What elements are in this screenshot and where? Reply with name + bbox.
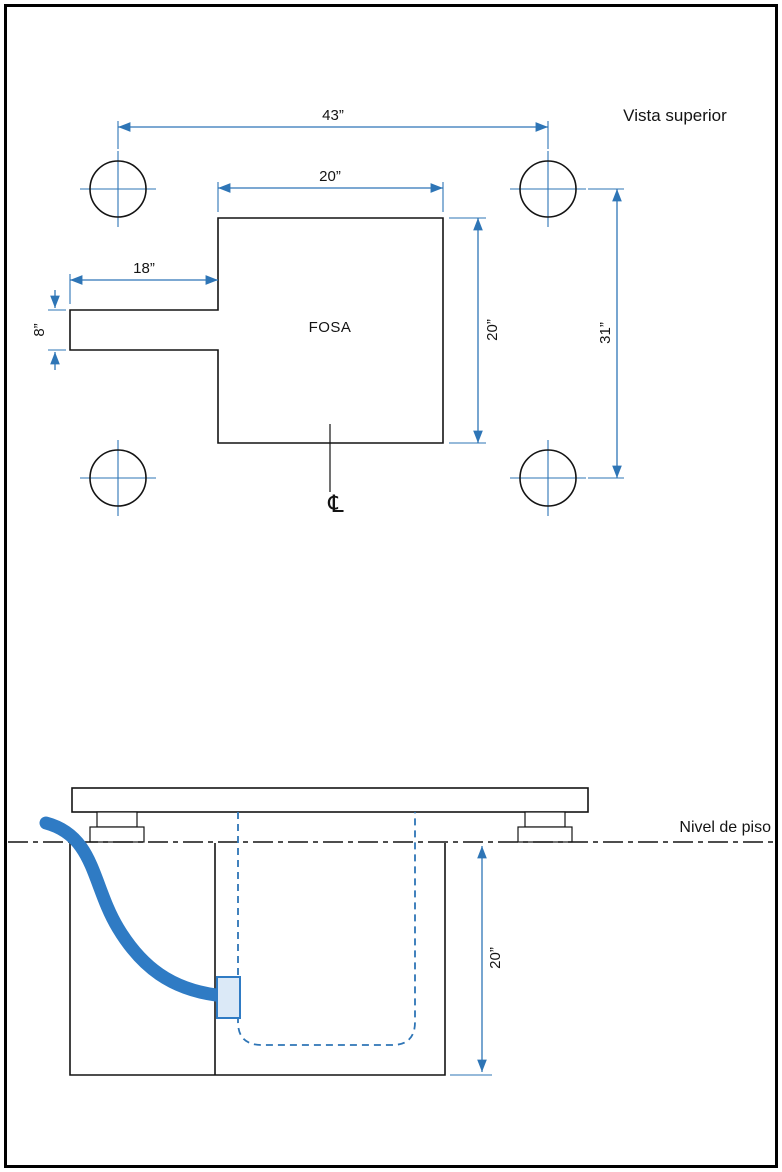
dim-fosa-width: 20” bbox=[217, 168, 444, 212]
pit-outline bbox=[69, 843, 446, 1076]
support-foot-right bbox=[517, 811, 573, 843]
fosa-label: FOSA bbox=[309, 319, 352, 336]
cover-plate bbox=[71, 787, 589, 813]
dim-anchors-width: 43” bbox=[117, 107, 549, 149]
anchor-circle-bottom-right bbox=[510, 440, 586, 516]
anchor-circle-top-left bbox=[80, 151, 156, 227]
dim-channel-length: 18” bbox=[69, 260, 218, 304]
dim-anchors-height-label: 31” bbox=[597, 322, 614, 344]
hose-fitting bbox=[216, 976, 241, 1019]
support-foot-left bbox=[89, 811, 145, 843]
top-view-title: Vista superior bbox=[623, 106, 727, 125]
fosa-outline bbox=[69, 217, 444, 444]
top-view: FOSA ℄ 43” 20” 18” bbox=[31, 106, 727, 518]
floor-level-label: Nivel de piso bbox=[679, 819, 771, 836]
drain-hose bbox=[39, 816, 223, 1002]
dim-fosa-width-label: 20” bbox=[319, 168, 341, 185]
dim-pit-depth: 20” bbox=[450, 846, 504, 1076]
anchor-circle-bottom-left bbox=[80, 440, 156, 516]
centerline-symbol: ℄ bbox=[327, 491, 344, 518]
dim-anchors-width-label: 43” bbox=[322, 107, 344, 124]
side-view: Nivel de piso 20” bbox=[8, 787, 774, 1076]
dim-fosa-depth: 20” bbox=[449, 217, 501, 444]
dim-pit-depth-label: 20” bbox=[487, 947, 504, 969]
hidden-tank-outline bbox=[237, 812, 416, 1046]
dim-channel-length-label: 18” bbox=[133, 260, 155, 277]
anchor-circle-top-right bbox=[510, 151, 586, 227]
dim-fosa-depth-label: 20” bbox=[484, 319, 501, 341]
dim-channel-width: 8” bbox=[31, 290, 66, 370]
dim-anchors-height: 31” bbox=[588, 188, 624, 479]
dim-channel-width-label: 8” bbox=[31, 323, 48, 336]
